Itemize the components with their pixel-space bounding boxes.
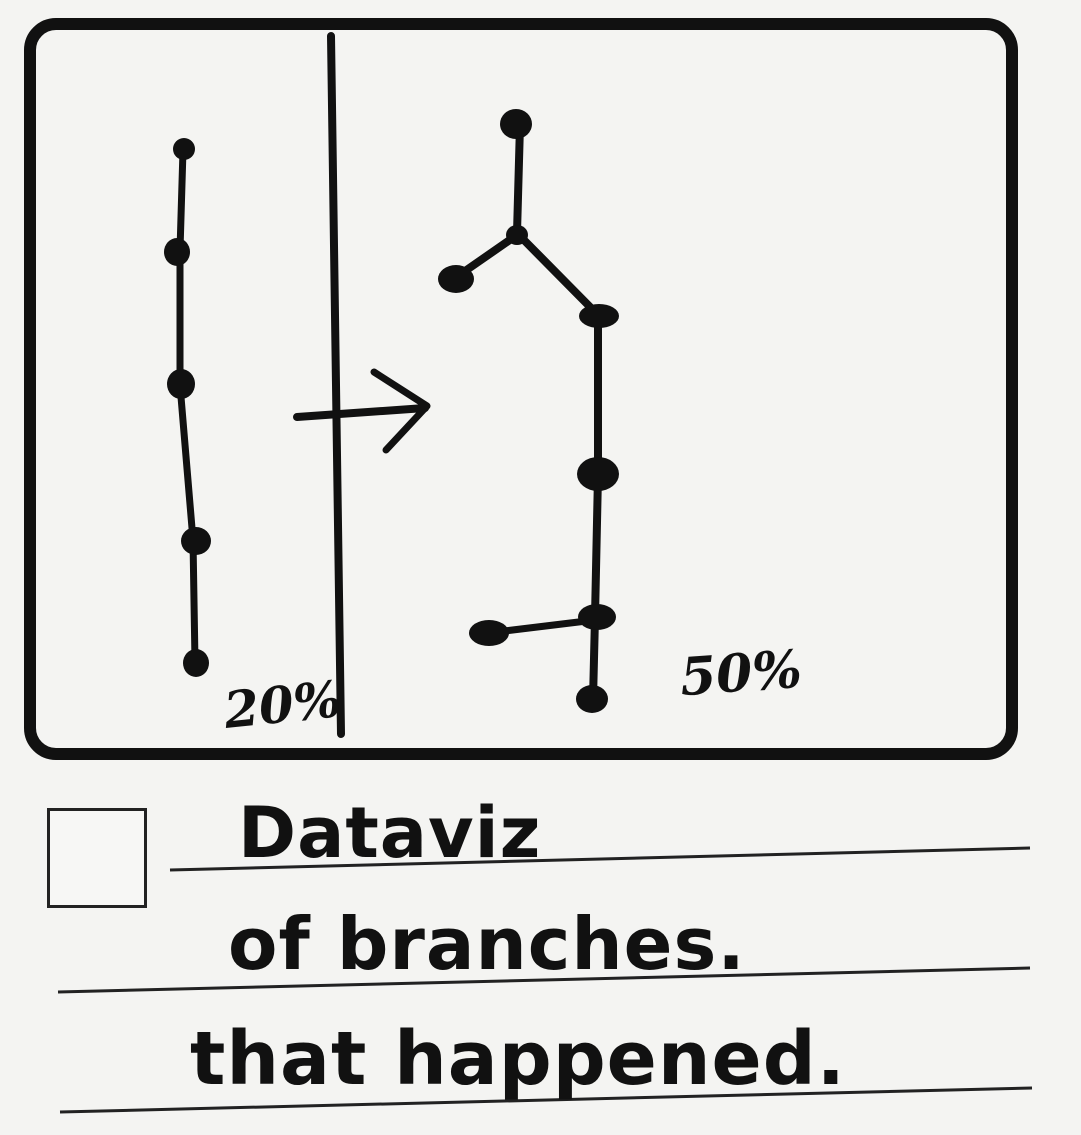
timeline-node: [577, 457, 619, 491]
branching-timeline-percent-label: 50%: [677, 638, 804, 709]
caption-line-2: of branches.: [228, 902, 746, 986]
timeline-node: [500, 109, 532, 139]
timeline-node: [578, 604, 616, 630]
empty-checkbox-icon[interactable]: [47, 808, 147, 908]
timeline-node: [164, 238, 190, 266]
panel-frame: [24, 18, 1018, 760]
timeline-node: [183, 649, 209, 677]
branching-timeline: [438, 109, 619, 713]
linear-timeline: [164, 138, 211, 677]
branch-node: [469, 620, 509, 646]
timeline-node: [506, 225, 528, 245]
linear-timeline-percent-label: 20%: [221, 669, 344, 740]
timeline-node: [576, 685, 608, 713]
caption-line-1: Dataviz: [238, 792, 542, 874]
timeline-node: [579, 304, 619, 328]
rule-line: [169, 846, 1031, 872]
timeline-node: [173, 138, 195, 160]
right-arrow-icon: [293, 368, 431, 454]
timeline-node: [167, 369, 195, 399]
branch-node: [438, 265, 474, 293]
ruled-lines: [57, 846, 1033, 1114]
rule-line: [59, 1086, 1033, 1114]
linear-timeline-line: [176, 146, 199, 666]
caption-line-3: that happened.: [190, 1016, 846, 1102]
rule-line: [57, 966, 1031, 994]
timeline-node: [181, 527, 211, 555]
panel-divider: [327, 32, 345, 738]
branching-timeline-trunk: [513, 121, 602, 704]
